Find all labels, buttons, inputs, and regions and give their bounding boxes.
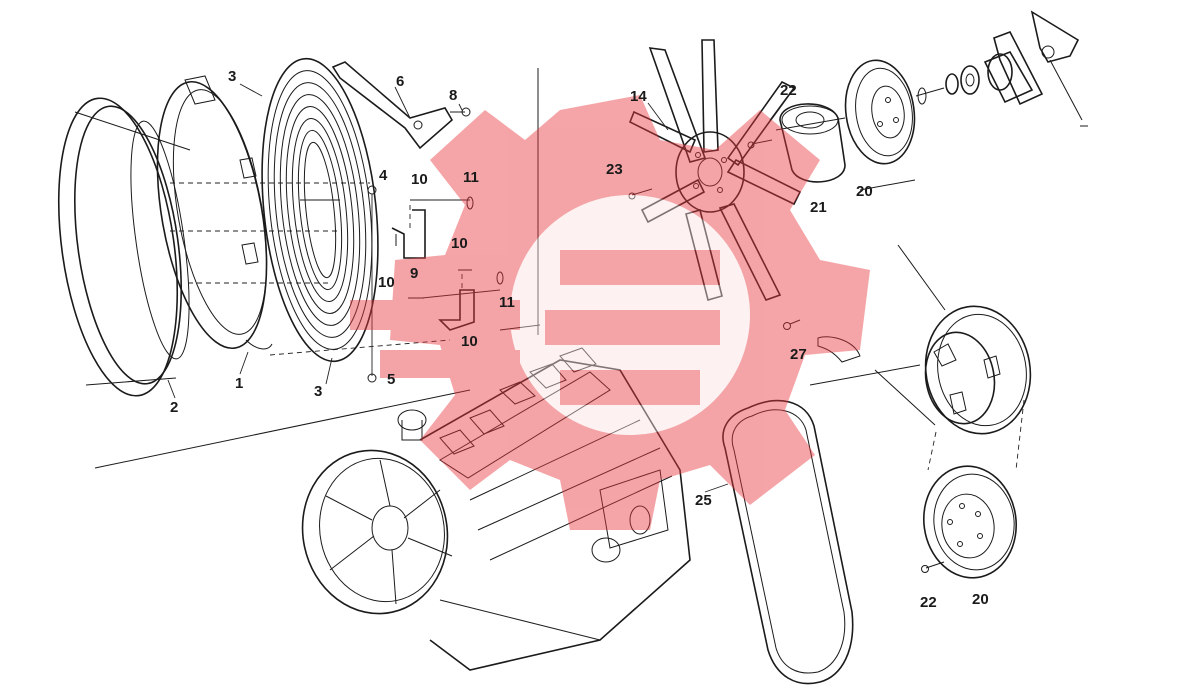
callout-20-top: 20 <box>856 183 873 200</box>
callout-1: 1 <box>235 375 243 392</box>
fan-cowl <box>156 75 370 350</box>
watermark-gear-logo <box>350 95 870 530</box>
mounting-clips <box>367 185 504 383</box>
callout-22-bottom: 22 <box>920 594 937 611</box>
callout-23: 23 <box>606 161 623 178</box>
callout-22-top: 22 <box>780 82 797 99</box>
leader-lines <box>167 83 788 493</box>
callout-7: 8 <box>449 87 457 104</box>
callout-11-b: 11 <box>499 294 515 311</box>
fan-pulley <box>775 59 916 165</box>
support-bracket <box>331 61 471 150</box>
fan-spacer <box>747 103 846 183</box>
reference-lines <box>94 68 1088 469</box>
callout-3-bottom: 3 <box>314 383 322 400</box>
tensioner-bolt <box>783 319 861 363</box>
callout-2: 2 <box>170 399 178 416</box>
callout-9: 10 <box>461 333 478 350</box>
crankshaft-pulley <box>921 465 1018 579</box>
callout-8: 9 <box>410 265 418 282</box>
crankshaft-damper <box>924 305 1032 471</box>
callout-27: 27 <box>790 346 807 363</box>
pulley-bearing-assembly <box>915 10 1083 121</box>
callout-20-bottom: 20 <box>972 591 989 608</box>
fan-shroud-ring <box>57 97 191 397</box>
callout-11-a: 11 <box>463 169 479 186</box>
fan-guard-mesh <box>261 57 451 363</box>
cooling-fan <box>628 39 802 301</box>
callout-25: 25 <box>695 492 712 509</box>
callout-21: 21 <box>810 199 827 216</box>
callout-6: 6 <box>396 73 404 90</box>
callout-labels: 3 6 8 4 10 11 10 9 10 11 10 5 1 3 2 14 2… <box>170 68 989 611</box>
callout-10-b: 10 <box>451 235 468 252</box>
callout-14: 14 <box>630 88 647 105</box>
engine-assembly <box>301 347 691 671</box>
callout-4: 4 <box>379 167 388 184</box>
callout-3-top: 3 <box>228 68 236 85</box>
callout-10-a: 10 <box>411 171 428 188</box>
callout-5: 5 <box>387 371 395 388</box>
callout-10-c: 10 <box>378 274 395 291</box>
v-belt <box>722 399 854 685</box>
